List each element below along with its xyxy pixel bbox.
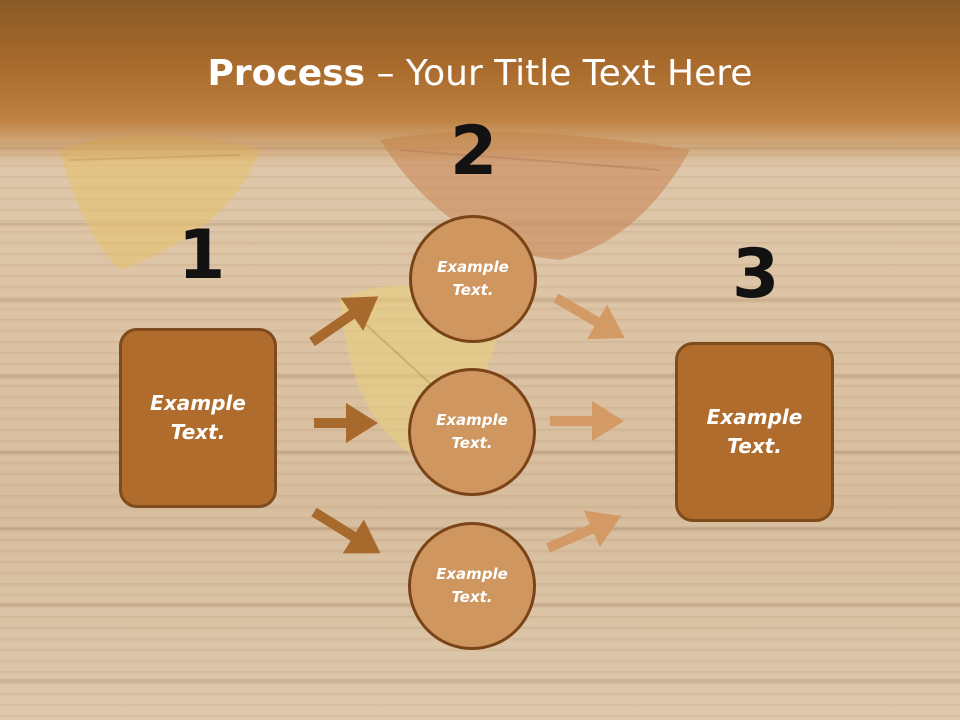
arrow-to-top-circle — [309, 296, 379, 347]
step-2-circle-middle: Example Text. — [408, 368, 536, 496]
step-number-3: 3 — [732, 235, 780, 314]
header-band — [0, 0, 960, 165]
step-number-1: 1 — [178, 216, 226, 295]
step-1-box: Example Text. — [119, 328, 277, 508]
step-number-2: 2 — [450, 112, 498, 191]
circle-bottom-text: Example Text. — [436, 565, 508, 606]
title-bold-text: Process — [207, 53, 366, 94]
slide-title: Process – Your Title Text Here — [0, 52, 960, 96]
title-rest-text: – Your Title Text Here — [365, 53, 753, 94]
step-2-circle-bottom: Example Text. — [408, 522, 536, 650]
arrow-to-bottom-circle — [311, 507, 381, 554]
arrow-from-top-circle — [553, 293, 625, 340]
step-1-text: Example Text. — [150, 391, 246, 444]
arrow-from-bottom-circle — [545, 510, 622, 553]
step-2-circle-top: Example Text. — [409, 215, 537, 343]
circle-top-text: Example Text. — [437, 258, 509, 299]
step-3-text: Example Text. — [706, 405, 803, 458]
circle-middle-text: Example Text. — [436, 411, 508, 452]
step-3-box: Example Text. — [675, 342, 834, 522]
